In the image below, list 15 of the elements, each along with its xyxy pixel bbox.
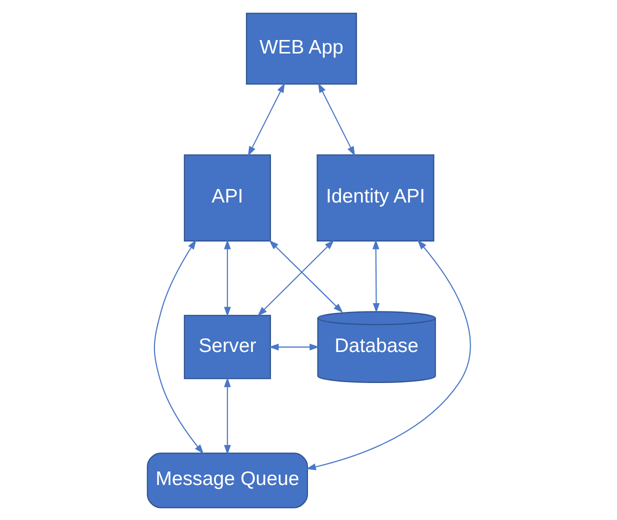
node-box: API: [183, 154, 270, 241]
node-box: Server: [183, 314, 270, 379]
node-box: Identity API: [316, 154, 434, 241]
node-box: Message Queue: [146, 452, 308, 508]
arrow: [224, 238, 230, 316]
arrow: [268, 239, 343, 312]
arrow: [256, 239, 334, 316]
arrow: [224, 376, 230, 454]
arrow: [306, 239, 470, 470]
arrow: [372, 238, 380, 312]
arrow: [268, 343, 319, 350]
node-box: WEB App: [245, 12, 356, 84]
arrow: [153, 239, 204, 454]
arrow: [247, 82, 284, 156]
arrow: [318, 82, 355, 156]
